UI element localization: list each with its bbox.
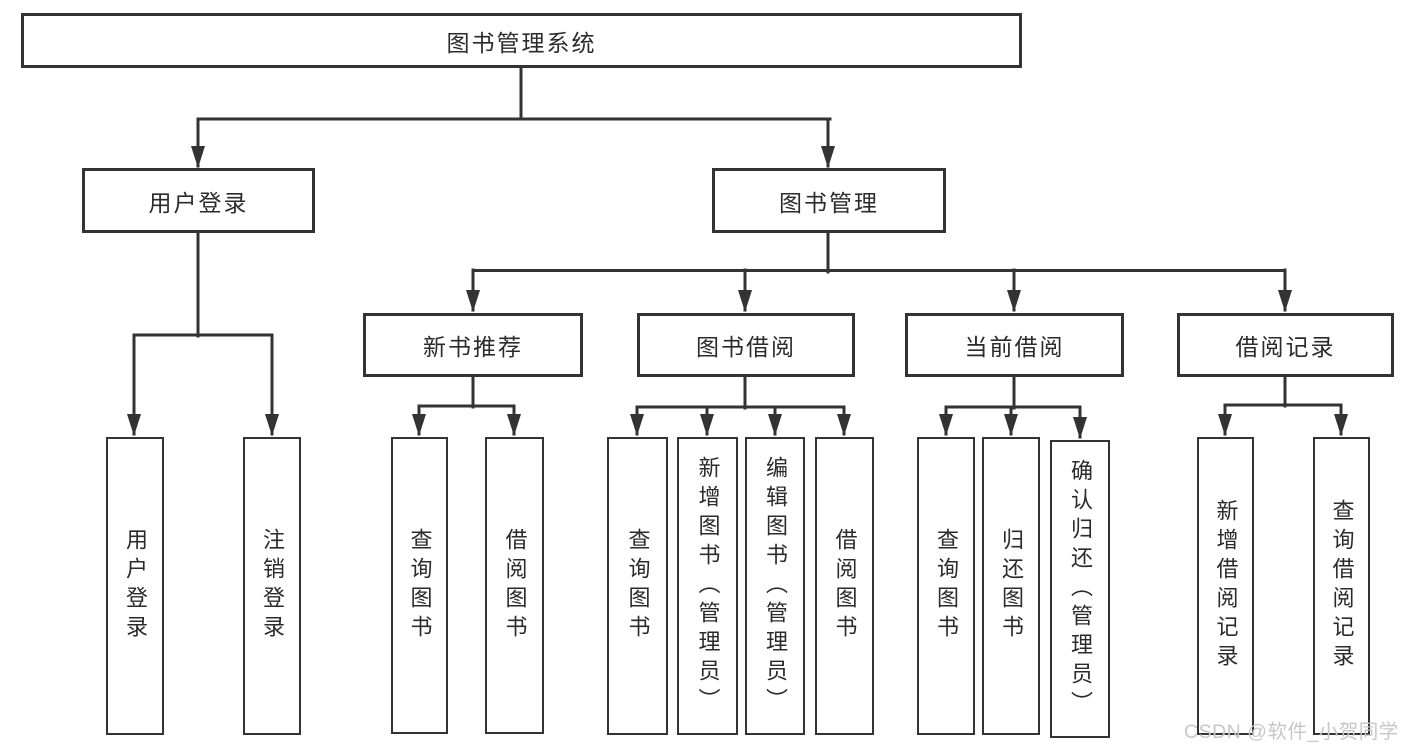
watermark: CSDN @软件_小贺同学: [1184, 721, 1399, 743]
leaf-label: 新增图书（管理员）: [695, 455, 721, 717]
node-current-borrow: 当前借阅: [905, 313, 1124, 377]
leaf-confirm-return-admin: 确认归还（管理员）: [1050, 440, 1110, 738]
node-user-login: 用户登录: [82, 168, 315, 233]
leaf-label: 归还图书: [999, 528, 1024, 644]
leaf-logout: 注销登录: [243, 437, 301, 735]
leaf-add-borrow-record: 新增借阅记录: [1197, 437, 1254, 735]
node-borrow-records: 借阅记录: [1177, 313, 1394, 377]
leaf-query-borrow-record: 查询借阅记录: [1313, 437, 1370, 735]
node-root: 图书管理系统: [21, 13, 1022, 68]
leaf-label: 用户登录: [123, 528, 148, 644]
leaf-add-book-admin: 新增图书（管理员）: [677, 437, 738, 735]
node-book-borrow: 图书借阅: [637, 313, 855, 377]
leaf-label: 查询图书: [625, 528, 651, 644]
node-book-management: 图书管理: [712, 168, 946, 233]
leaf-query-books-current: 查询图书: [917, 437, 975, 735]
leaf-label: 借阅图书: [502, 527, 528, 644]
leaf-borrow-books: 借阅图书: [815, 437, 874, 735]
leaf-label: 查询借阅记录: [1329, 499, 1355, 673]
leaf-label: 新增借阅记录: [1213, 499, 1239, 673]
leaf-edit-book-admin: 编辑图书（管理员）: [745, 437, 805, 735]
leaf-query-books-recommend: 查询图书: [391, 437, 448, 734]
leaf-return-book: 归还图书: [982, 437, 1040, 735]
leaf-label: 查询图书: [407, 527, 433, 644]
leaf-label: 确认归还（管理员）: [1068, 458, 1093, 720]
leaf-borrow-books-recommend: 借阅图书: [485, 437, 544, 734]
leaf-user-login: 用户登录: [106, 437, 164, 735]
leaf-query-books-borrow: 查询图书: [607, 437, 668, 735]
node-new-book-recommend: 新书推荐: [363, 313, 583, 377]
leaf-label: 借阅图书: [832, 528, 858, 644]
leaf-label: 注销登录: [260, 528, 285, 644]
leaf-label: 查询图书: [934, 528, 959, 644]
leaf-label: 编辑图书（管理员）: [763, 455, 788, 717]
